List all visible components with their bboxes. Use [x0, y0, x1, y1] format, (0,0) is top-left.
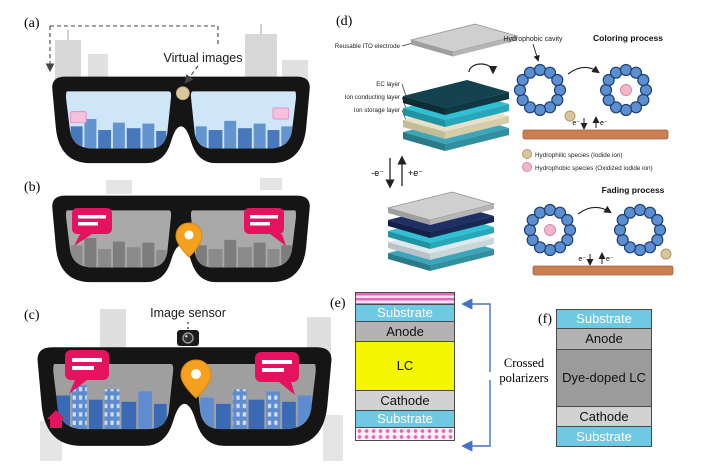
coloring-electrode: e⁻ e⁻	[522, 116, 669, 140]
speech-bubble-left	[65, 350, 109, 394]
panel-f-label: (f)	[538, 312, 552, 327]
lc-layer: LC	[355, 341, 455, 391]
hydrophobic-species-label: Hydrophobic species (Oxidized iodide ion…	[535, 165, 653, 172]
ion-conducting-label: Ion conducting layer	[345, 94, 400, 101]
hydrophobic-cavity-label: Hydrophobic cavity	[503, 36, 563, 43]
virtual-images-caption: Virtual images	[164, 51, 243, 65]
arrow-to-projector	[184, 65, 199, 84]
coloring-reaction-arrow	[567, 65, 600, 75]
substrate-layer: Substrate	[355, 410, 455, 428]
cathode-layer: Cathode	[556, 406, 652, 427]
camera-icon	[177, 330, 199, 346]
device-stack-faded	[386, 191, 496, 271]
iodide-sphere	[660, 248, 672, 260]
location-pin-icon	[180, 359, 212, 399]
fading-reaction-arrow	[577, 205, 612, 215]
lc-cell-stack: Substrate Anode LC Cathode Substrate	[355, 292, 455, 441]
electron-gain-label: +e⁻	[408, 168, 423, 178]
speech-bubble-right	[244, 208, 286, 246]
macrocycle-ring-empty	[513, 63, 567, 117]
right-lens-cityscape	[195, 120, 293, 149]
ion-storage-label: Ion storage layer	[354, 107, 400, 114]
left-lens-cityscape	[70, 119, 167, 149]
panel-c-label: (c)	[24, 308, 40, 323]
right-lens-cityscape	[195, 239, 293, 268]
substrate-layer: Substrate	[355, 304, 455, 322]
electron-exchange: -e⁻ +e⁻	[371, 155, 423, 189]
annotation-dashed-lines	[45, 25, 219, 84]
speech-bubble-right	[255, 352, 299, 395]
cathode-layer: Cathode	[355, 390, 455, 411]
oxidized-iodide-sphere	[620, 84, 632, 96]
anode-layer: Anode	[556, 328, 652, 350]
background-skyline	[106, 178, 282, 194]
electron-release-label: -e⁻	[371, 168, 384, 178]
panel-d-label: (d)	[336, 14, 353, 29]
virtual-image-card-right	[272, 107, 290, 120]
panel-d-mechanism-illustration: Reusable ITO electrode EC layer Ion cond…	[335, 23, 674, 276]
dye-doped-lc-layer: Dye-doped LC	[556, 349, 652, 407]
panel-b-label: (b)	[24, 180, 41, 195]
macrocycle-ring-empty	[613, 203, 667, 257]
panel-e-label: (e)	[330, 296, 346, 311]
electron-label: e⁻	[600, 120, 608, 127]
panel-a-glasses-illustration: Virtual images	[45, 24, 310, 164]
rotation-arrow	[468, 63, 498, 75]
house-icon	[47, 410, 65, 428]
panel-b-glasses-illustration	[52, 178, 310, 283]
virtual-image-card-left	[70, 111, 87, 124]
location-pin-icon	[175, 222, 203, 258]
hydrophilic-species-swatch	[522, 149, 532, 159]
iodide-sphere	[564, 110, 576, 122]
speech-bubble-left	[72, 208, 112, 246]
fading-process-title: Fading process	[602, 185, 665, 195]
right-lens-cityscape	[200, 389, 312, 430]
panel-c-glasses-illustration: Image sensor	[37, 306, 343, 461]
substrate-layer: Substrate	[556, 309, 652, 329]
polarizer-bottom	[355, 427, 455, 441]
projector-dot	[175, 86, 190, 101]
coloring-process-title: Coloring process	[593, 33, 663, 43]
cavity-arrow	[532, 43, 540, 62]
anode-layer: Anode	[355, 321, 455, 342]
panel-a-label: (a)	[24, 16, 40, 31]
image-sensor-caption: Image sensor	[150, 306, 226, 320]
ito-electrode-label: Reusable ITO electrode	[335, 43, 401, 50]
hydrophobic-species-swatch	[522, 162, 532, 172]
dye-doped-lc-stack: Substrate Anode Dye-doped LC Cathode Sub…	[556, 309, 652, 447]
substrate-layer: Substrate	[556, 426, 652, 447]
smart-glasses	[52, 76, 310, 164]
left-lens-cityscape	[70, 238, 167, 268]
crossed-polarizers-label: Crossed polarizers	[499, 356, 549, 385]
electron-label: e⁻	[578, 256, 586, 263]
left-lens-cityscape	[56, 385, 167, 430]
electron-label: e⁻	[606, 256, 614, 263]
electron-label: e⁻	[572, 120, 580, 127]
fading-electrode: e⁻ e⁻	[532, 252, 674, 276]
crossed-polarizers-bracket	[461, 298, 491, 452]
species-legend: Hydrophilic species (Iodide ion) Hydroph…	[522, 149, 653, 172]
oxidized-iodide-sphere	[544, 224, 556, 236]
device-stack-colored	[403, 23, 519, 151]
hydrophilic-species-label: Hydrophilic species (Iodide ion)	[535, 152, 623, 159]
ec-layer-label: EC layer	[376, 81, 400, 88]
